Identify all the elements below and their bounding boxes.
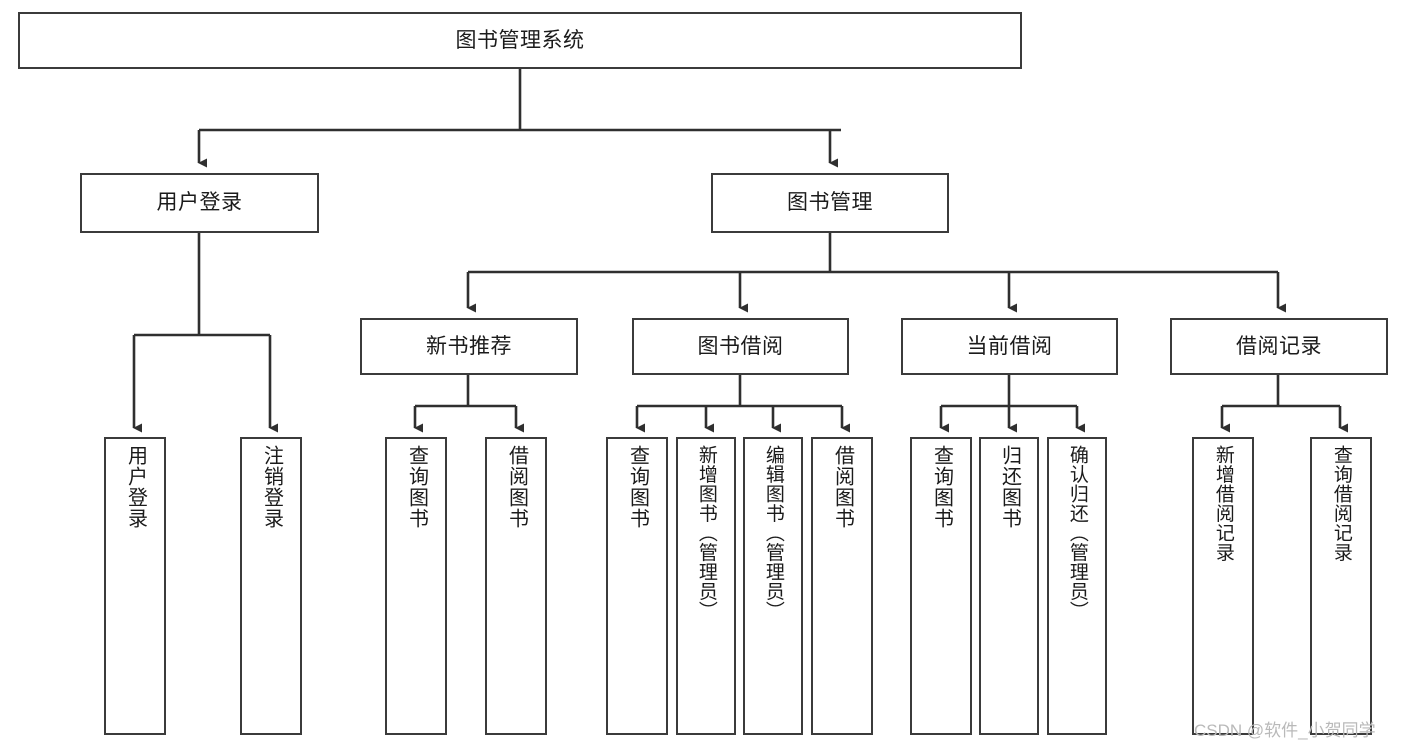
node-leaf-borrow-book-borrow-label: 借阅图书 <box>831 445 854 529</box>
node-leaf-query-book-borrow[interactable]: 查询图书 <box>606 437 668 735</box>
node-book-management[interactable]: 图书管理 <box>711 173 949 233</box>
node-root[interactable]: 图书管理系统 <box>18 12 1022 69</box>
node-borrow-records-label: 借阅记录 <box>1236 334 1322 358</box>
node-leaf-query-borrow-record[interactable]: 查询借阅记录 <box>1310 437 1372 735</box>
node-leaf-add-book-admin[interactable]: 新增图书（管理员） <box>676 437 736 735</box>
node-leaf-return-book[interactable]: 归还图书 <box>979 437 1039 735</box>
node-leaf-query-book-newbook-label: 查询图书 <box>405 445 428 529</box>
node-user-login-label: 用户登录 <box>156 191 243 215</box>
node-leaf-logout[interactable]: 注销登录 <box>240 437 302 735</box>
node-book-borrow[interactable]: 图书借阅 <box>632 318 849 375</box>
node-book-management-label: 图书管理 <box>787 191 873 215</box>
csdn-watermark: CSDN @软件_小贺同学 <box>1194 721 1376 740</box>
node-leaf-borrow-book-borrow[interactable]: 借阅图书 <box>811 437 873 735</box>
node-leaf-return-book-label: 归还图书 <box>998 445 1021 529</box>
node-leaf-borrow-book-newbook-label: 借阅图书 <box>505 445 528 529</box>
node-leaf-query-book-current-label: 查询图书 <box>930 445 953 529</box>
node-leaf-edit-book-admin[interactable]: 编辑图书（管理员） <box>743 437 803 735</box>
node-leaf-add-book-admin-label: 新增图书（管理员） <box>695 445 717 621</box>
node-leaf-confirm-return-admin-label: 确认归还（管理员） <box>1066 445 1088 621</box>
node-leaf-query-book-borrow-label: 查询图书 <box>626 445 649 529</box>
node-leaf-query-book-newbook[interactable]: 查询图书 <box>385 437 447 735</box>
node-book-borrow-label: 图书借阅 <box>697 334 784 358</box>
node-leaf-query-borrow-record-label: 查询借阅记录 <box>1330 445 1352 562</box>
node-new-book-recommend-label: 新书推荐 <box>426 334 512 358</box>
node-leaf-user-login-label: 用户登录 <box>124 445 147 529</box>
node-current-borrow-label: 当前借阅 <box>966 334 1053 358</box>
node-leaf-user-login[interactable]: 用户登录 <box>104 437 166 735</box>
node-leaf-edit-book-admin-label: 编辑图书（管理员） <box>762 445 784 621</box>
node-leaf-confirm-return-admin[interactable]: 确认归还（管理员） <box>1047 437 1107 735</box>
node-user-login[interactable]: 用户登录 <box>80 173 319 233</box>
node-root-label: 图书管理系统 <box>455 28 585 52</box>
node-new-book-recommend[interactable]: 新书推荐 <box>360 318 578 375</box>
node-borrow-records[interactable]: 借阅记录 <box>1170 318 1388 375</box>
node-current-borrow[interactable]: 当前借阅 <box>901 318 1118 375</box>
node-leaf-add-borrow-record[interactable]: 新增借阅记录 <box>1192 437 1254 735</box>
node-leaf-borrow-book-newbook[interactable]: 借阅图书 <box>485 437 547 735</box>
node-leaf-add-borrow-record-label: 新增借阅记录 <box>1212 445 1234 562</box>
node-leaf-query-book-current[interactable]: 查询图书 <box>910 437 972 735</box>
node-leaf-logout-label: 注销登录 <box>260 445 283 529</box>
